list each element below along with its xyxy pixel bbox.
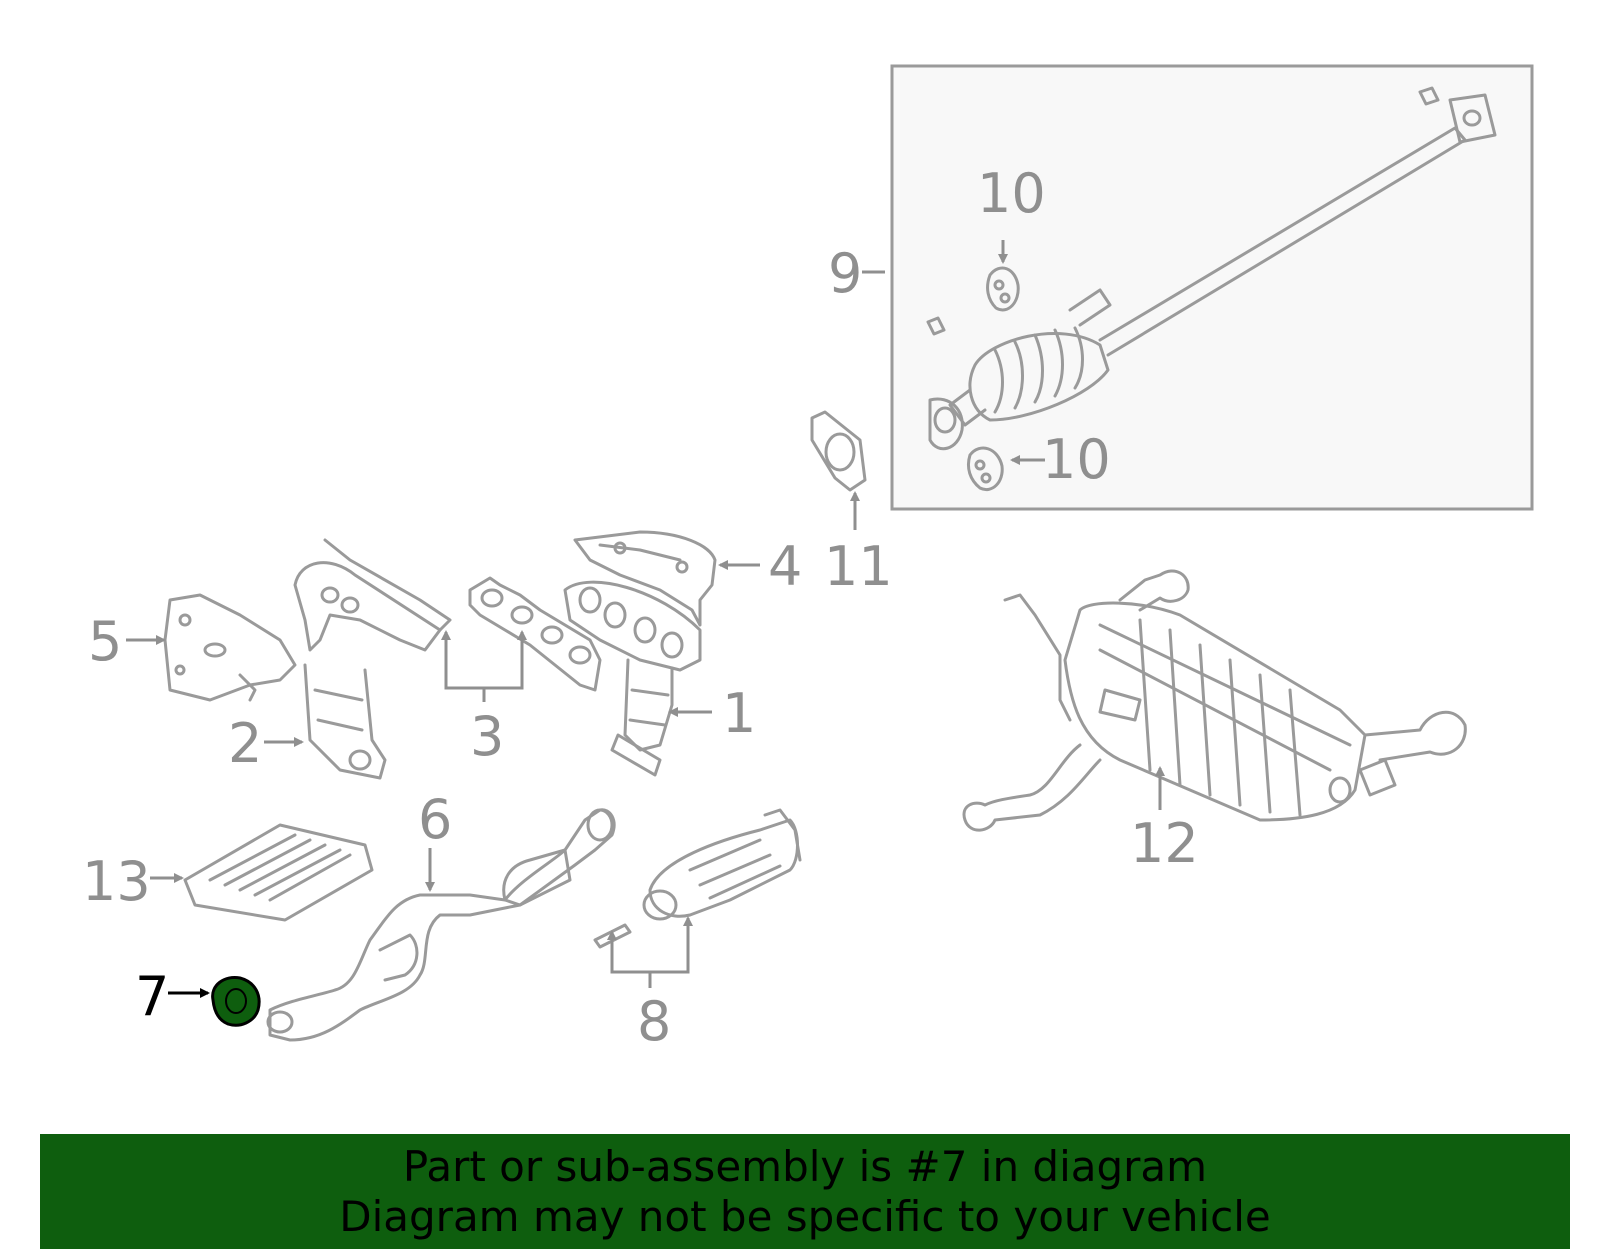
heat-shield-5 <box>163 593 297 702</box>
front-pipe-6 <box>266 808 616 1042</box>
exhaust-manifold-1 <box>563 580 702 777</box>
callout-4: 4 <box>768 535 802 598</box>
heat-protector-13 <box>183 823 374 922</box>
hanger-10-upper <box>986 266 1020 312</box>
gasket-7-highlighted[interactable] <box>211 975 261 1027</box>
callout-5: 5 <box>88 610 122 673</box>
banner-line-1: Part or sub-assembly is #7 in diagram <box>402 1142 1208 1191</box>
gasket-11 <box>810 410 867 492</box>
callout-8: 8 <box>637 990 671 1053</box>
info-banner: Part or sub-assembly is #7 in diagram Di… <box>40 1134 1570 1249</box>
leader-lines <box>126 240 1165 998</box>
callout-2: 2 <box>228 712 262 775</box>
rear-muffler-12 <box>962 569 1467 832</box>
callout-7: 7 <box>135 965 169 1028</box>
heat-shield-4 <box>573 530 717 627</box>
callout-6: 6 <box>418 788 452 851</box>
callout-10-lower: 10 <box>1042 428 1111 491</box>
callout-1: 1 <box>722 682 756 745</box>
callout-9: 9 <box>828 242 862 305</box>
callout-11: 11 <box>824 535 893 598</box>
catalytic-converter-8 <box>593 808 802 949</box>
manifold-gasket-3-left <box>468 576 602 692</box>
callout-3: 3 <box>470 705 504 768</box>
callout-10-upper: 10 <box>977 162 1046 225</box>
hanger-10-lower <box>966 446 1004 491</box>
exhaust-manifold-2 <box>293 538 452 780</box>
callout-12: 12 <box>1130 812 1199 875</box>
front-pipe-9 <box>926 86 1497 451</box>
callout-13: 13 <box>82 850 151 913</box>
banner-line-2: Diagram may not be specific to your vehi… <box>339 1192 1271 1241</box>
